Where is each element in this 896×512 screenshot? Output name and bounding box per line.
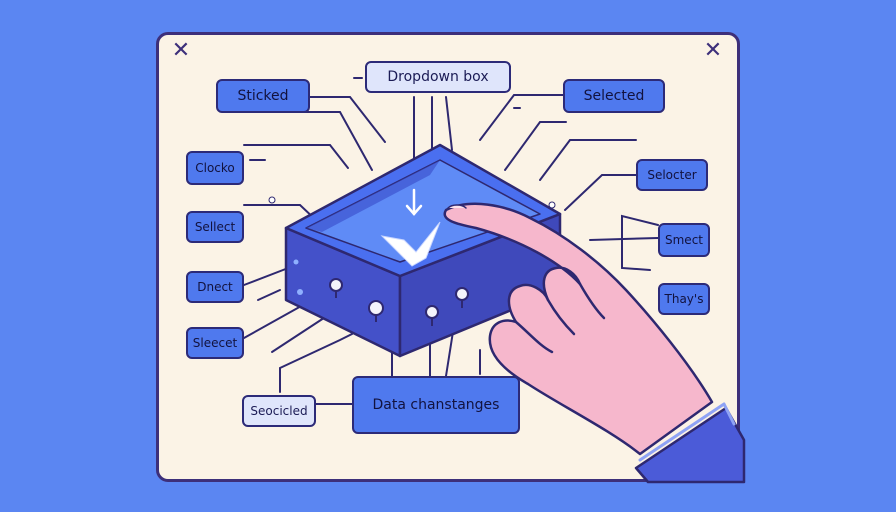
down-arrow-icon <box>405 188 423 216</box>
label-data-changes: Data chanstanges <box>352 376 520 434</box>
hand-illustration <box>443 202 746 484</box>
label-seocicled: Seocicled <box>242 395 316 427</box>
label-sleecet: Sleecet <box>186 327 244 359</box>
label-dnect: Dnect <box>186 271 244 303</box>
label-sticked: Sticked <box>216 79 310 113</box>
dropdown-box-illustration <box>268 143 562 358</box>
label-smect: Smect <box>658 223 710 257</box>
label-selected: Selected <box>563 79 665 113</box>
close-left-icon[interactable]: ✕ <box>171 38 191 63</box>
label-selocter: Selocter <box>636 159 708 191</box>
label-sellect: Sellect <box>186 211 244 243</box>
close-right-icon[interactable]: ✕ <box>703 38 723 63</box>
checkmark-icon <box>380 221 441 267</box>
label-clocko: Clocko <box>186 151 244 185</box>
label-dropdown-box: Dropdown box <box>365 61 511 93</box>
label-thays: Thay's <box>658 283 710 315</box>
